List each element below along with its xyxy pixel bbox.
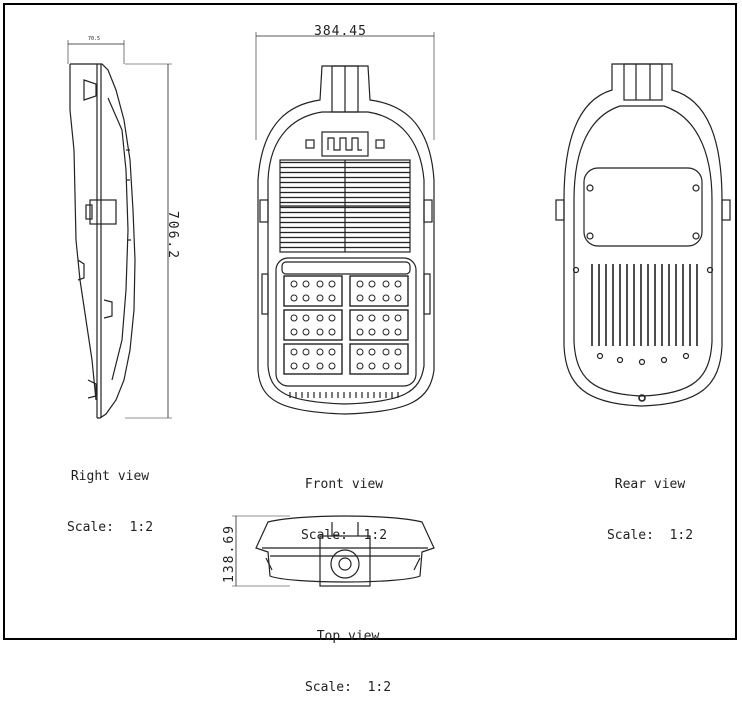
right-view-drawing	[67, 40, 172, 419]
front-view-scale: Scale: 1:2	[300, 528, 388, 543]
top-view-drawing	[232, 515, 435, 587]
drawing-frame	[3, 3, 737, 640]
top-view-height-dimension: 138.69	[221, 524, 237, 583]
right-view-title: Right view	[70, 469, 150, 484]
right-view-scale: Scale: 1:2	[66, 520, 154, 535]
rear-view-caption: Rear view Scale: 1:2	[590, 442, 710, 561]
height-dimension: 706.2	[165, 210, 181, 261]
front-view-caption: Front view Scale: 1:2	[284, 442, 404, 561]
front-view-drawing	[255, 32, 435, 415]
top-view-caption: Top view Scale: 1:2	[288, 594, 408, 713]
rear-view-title: Rear view	[614, 477, 686, 492]
top-view-title: Top view	[316, 629, 380, 644]
front-view-width-dimension: 384.45	[314, 24, 367, 39]
technical-drawing	[67, 32, 731, 587]
top-view-scale: Scale: 1:2	[304, 680, 392, 695]
rear-view-scale: Scale: 1:2	[606, 528, 694, 543]
right-view-width-dimension: 70.5	[88, 36, 101, 42]
right-view-caption: Right view Scale: 1:2	[50, 434, 170, 553]
front-view-title: Front view	[304, 477, 384, 492]
rear-view-drawing	[555, 63, 731, 407]
